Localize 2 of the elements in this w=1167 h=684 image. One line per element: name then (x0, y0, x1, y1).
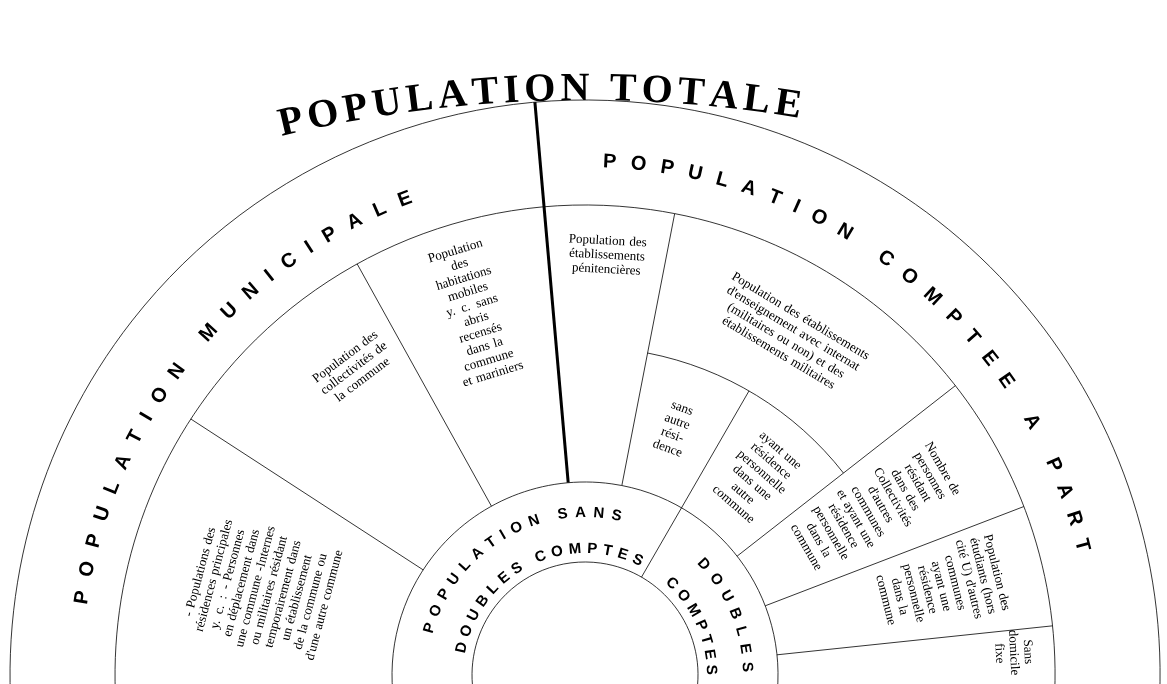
title: POPULATION TOTALE (276, 73, 801, 136)
sector-label: Population des établissements pénitencières (569, 233, 647, 275)
